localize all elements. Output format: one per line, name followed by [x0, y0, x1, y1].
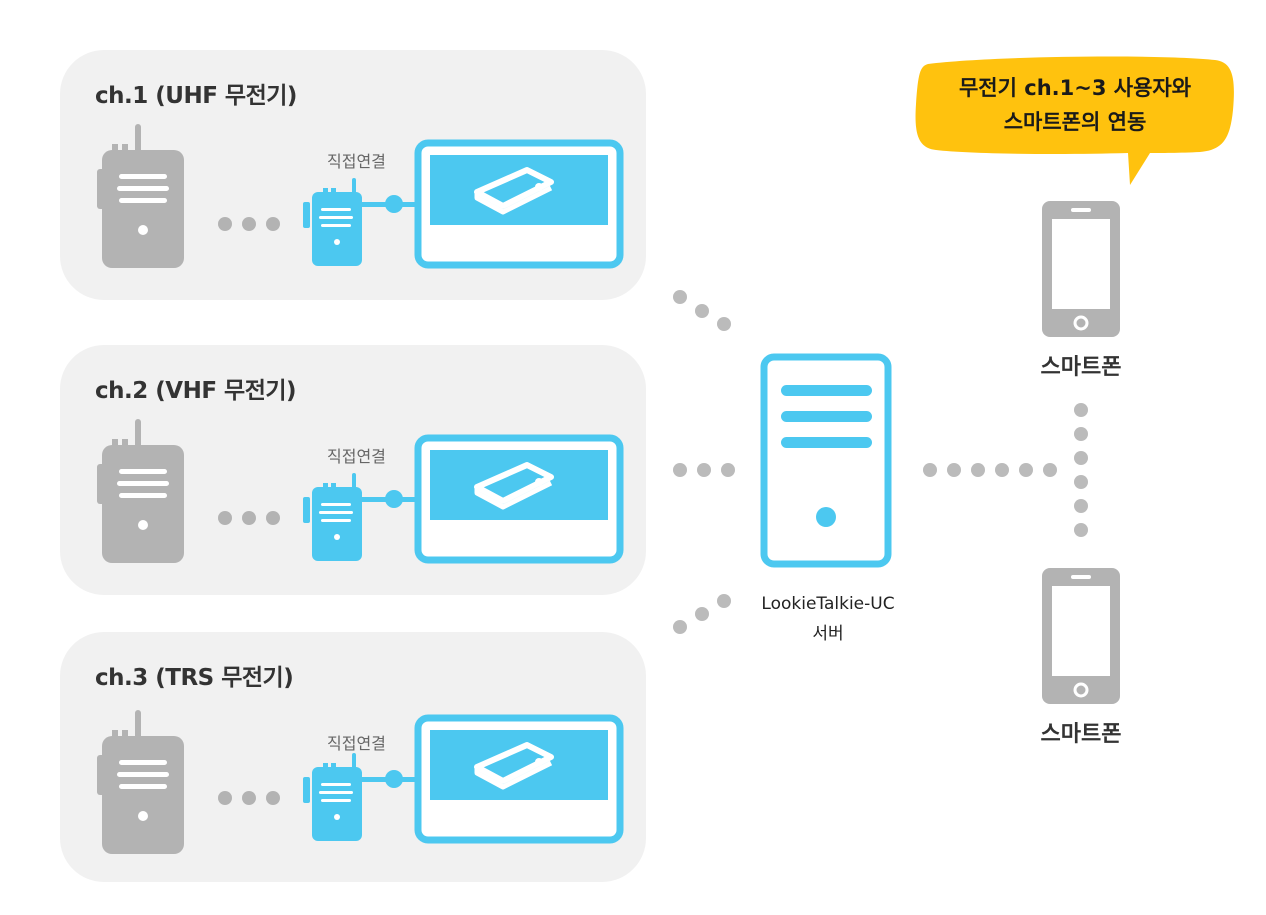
direct-link-label: 직접연결: [327, 447, 386, 466]
gateway-icon: [418, 143, 620, 265]
panel-title: ch.1 (UHF 무전기): [95, 83, 297, 109]
smartphone-label: 스마트폰: [1040, 722, 1122, 747]
ellipsis-dots: [218, 791, 280, 805]
radio-icon: [97, 419, 184, 563]
callout-line-1: 무전기 ch.1~3 사용자와: [958, 76, 1192, 100]
connector-dots-vertical: [1074, 403, 1088, 537]
connector-dots-bottom: [673, 594, 731, 634]
panel-title: ch.2 (VHF 무전기): [95, 378, 297, 404]
radio-icon: [97, 710, 184, 854]
connector-dots-top: [673, 290, 731, 331]
radio-icon: [97, 124, 184, 268]
direct-link-label: 직접연결: [327, 734, 386, 753]
server-name: LookieTalkie-UC: [761, 594, 895, 614]
callout-line-2: 스마트폰의 연동: [1003, 110, 1147, 134]
ellipsis-dots: [218, 217, 280, 231]
gateway-icon: [418, 718, 620, 840]
server-icon: [760, 353, 892, 568]
ellipsis-dots: [218, 511, 280, 525]
speech-bubble-icon: [915, 56, 1234, 185]
server-type: 서버: [812, 624, 844, 644]
smartphone-icon: [1040, 199, 1122, 339]
panel-title: ch.3 (TRS 무전기): [95, 665, 294, 691]
connector-dots-middle: [673, 463, 735, 477]
direct-link-label: 직접연결: [327, 152, 386, 171]
smartphone-icon: [1040, 566, 1122, 706]
connector-dots-horizontal: [923, 463, 1057, 477]
gateway-icon: [418, 438, 620, 560]
smartphone-label: 스마트폰: [1040, 355, 1122, 380]
